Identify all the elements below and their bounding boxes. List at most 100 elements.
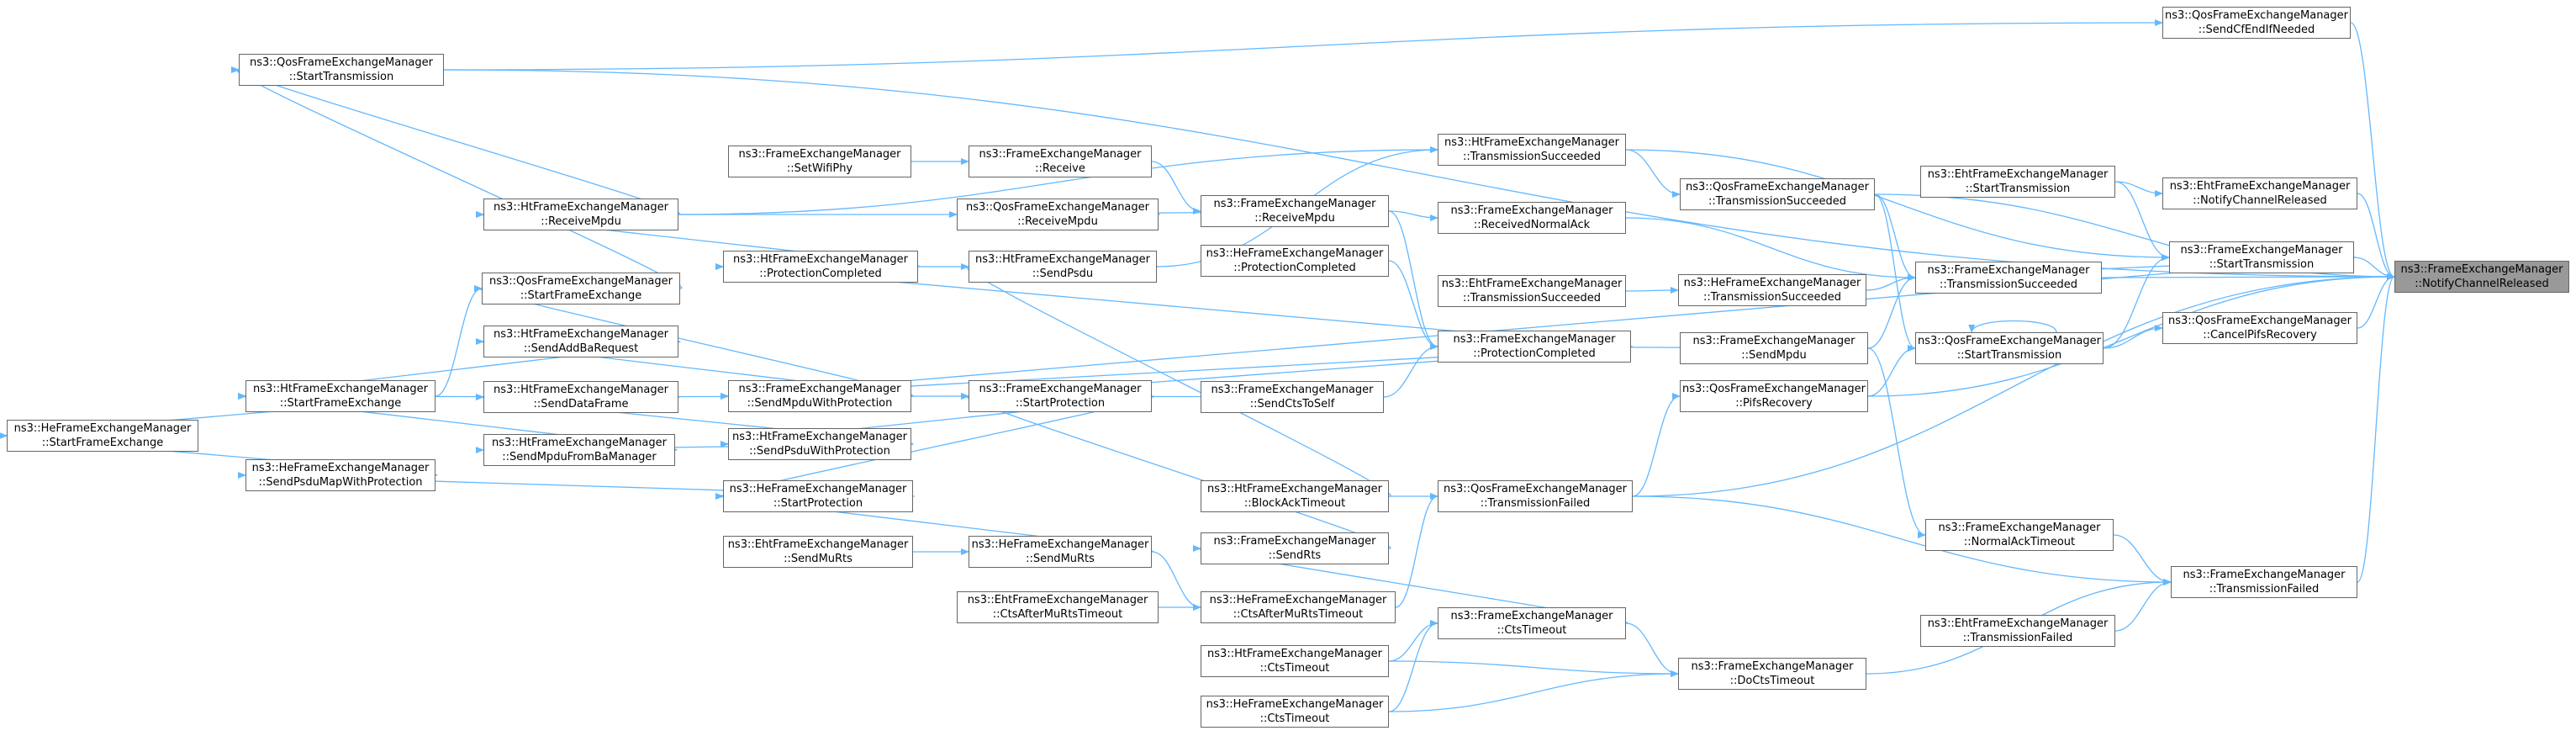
graph-node-method-label: ::SendCtsToSelf (1249, 398, 1335, 410)
graph-node-class-label: ns3::HeFrameExchangeManager (1206, 247, 1384, 260)
graph-node-class-label: ns3::QosFrameExchangeManager (2164, 9, 2348, 22)
graph-edge-qos-sendcfend-to-notify (2350, 22, 2395, 280)
graph-node-method-label: ::NotifyChannelReleased (2415, 278, 2549, 290)
graph-node-method-label: ::CancelPifsRecovery (2203, 329, 2317, 342)
graph-node-qos-starttx-left[interactable]: ns3::QosFrameExchangeManager::StartTrans… (239, 54, 444, 86)
graph-node-class-label: ns3::HtFrameExchangeManager (1444, 136, 1619, 149)
graph-node-eht-txfailed[interactable]: ns3::EhtFrameExchangeManager::Transmissi… (1920, 615, 2115, 647)
graph-node-qos-starttx-right[interactable]: ns3::QosFrameExchangeManager::StartTrans… (1915, 332, 2104, 364)
graph-node-ht-txsucc-top[interactable]: ns3::HtFrameExchangeManager::Transmissio… (1438, 134, 1626, 166)
graph-node-ht-sendmpdufromba[interactable]: ns3::HtFrameExchangeManager::SendMpduFro… (483, 434, 675, 466)
graph-node-method-label: ::SendMpduWithProtection (747, 397, 893, 410)
graph-node-class-label: ns3::HeFrameExchangeManager (13, 422, 192, 435)
graph-node-class-label: ns3::QosFrameExchangeManager (1685, 181, 1869, 193)
graph-node-he-ctstimeout[interactable]: ns3::HeFrameExchangeManager::CtsTimeout (1201, 696, 1389, 728)
graph-node-eht-notify[interactable]: ns3::EhtFrameExchangeManager::NotifyChan… (2162, 177, 2357, 209)
graph-node-eht-starttx[interactable]: ns3::EhtFrameExchangeManager::StartTrans… (1920, 166, 2115, 198)
graph-node-class-label: ns3::HeFrameExchangeManager (1206, 698, 1384, 711)
graph-node-he-startprot[interactable]: ns3::HeFrameExchangeManager::StartProtec… (723, 480, 913, 512)
graph-node-he-ctsaftermurts[interactable]: ns3::HeFrameExchangeManager::CtsAfterMuR… (1201, 591, 1396, 623)
graph-edge-qos-cancelpifs-to-notify (2357, 273, 2395, 329)
graph-node-method-label: ::ReceivedNormalAck (1473, 219, 1591, 231)
graph-node-fem-txsucc[interactable]: ns3::FrameExchangeManager::TransmissionS… (1915, 262, 2102, 294)
graph-node-he-txsucc[interactable]: ns3::HeFrameExchangeManager::Transmissio… (1678, 274, 1866, 306)
graph-node-qos-receivempdu[interactable]: ns3::QosFrameExchangeManager::ReceiveMpd… (957, 199, 1159, 230)
graph-edge-ht-ctstimeout-to-fem-doctstimeout (1388, 660, 1679, 677)
graph-edge-eht-notify-to-notify (2357, 193, 2395, 280)
graph-node-eht-txsucc[interactable]: ns3::EhtFrameExchangeManager::Transmissi… (1438, 275, 1626, 307)
graph-node-method-label: ::SendMuRts (784, 553, 853, 565)
graph-node-qos-cancelpifs[interactable]: ns3::QosFrameExchangeManager::CancelPifs… (2162, 312, 2357, 344)
graph-node-ht-sendaddba[interactable]: ns3::HtFrameExchangeManager::SendAddBaRe… (483, 326, 678, 357)
graph-node-fem-ctstimeout[interactable]: ns3::FrameExchangeManager::CtsTimeout (1438, 607, 1626, 639)
graph-node-ht-receivempdu[interactable]: ns3::HtFrameExchangeManager::ReceiveMpdu (483, 199, 678, 230)
graph-node-fem-sendmpdu[interactable]: ns3::FrameExchangeManager::SendMpdu (1680, 332, 1868, 364)
graph-node-class-label: ns3::HeFrameExchangeManager (1683, 277, 1861, 289)
graph-node-fem-receive[interactable]: ns3::FrameExchangeManager::Receive (969, 146, 1152, 177)
graph-node-ht-protcompl[interactable]: ns3::HtFrameExchangeManager::ProtectionC… (723, 251, 918, 283)
graph-node-class-label: ns3::QosFrameExchangeManager (1443, 483, 1627, 495)
graph-node-fem-recvnormalack[interactable]: ns3::FrameExchangeManager::ReceivedNorma… (1438, 202, 1626, 234)
graph-edge-qos-starttx-left-to-qos-sendcfend (443, 19, 2163, 71)
graph-edge-qos-txfailed-to-fem-txfailed (1632, 495, 2172, 585)
graph-edge-qos-txfailed-to-notify (1632, 273, 2395, 497)
graph-node-method-label: ::BlockAckTimeout (1243, 497, 1346, 510)
graph-node-he-startfe[interactable]: ns3::HeFrameExchangeManager::StartFrameE… (7, 420, 198, 452)
graph-node-class-label: ns3::EhtFrameExchangeManager (1927, 617, 2109, 630)
graph-edge-fem-normalacktimeout-to-fem-txfailed (2113, 534, 2172, 585)
graph-node-method-label: ::SendDataFrame (533, 398, 629, 410)
graph-edge-ht-receivempdu-to-qos-starttx-left (230, 66, 681, 215)
graph-node-fem-normalacktimeout[interactable]: ns3::FrameExchangeManager::NormalAckTime… (1925, 519, 2114, 551)
graph-node-method-label: ::StartProtection (773, 497, 863, 510)
graph-node-qos-pifsrecovery[interactable]: ns3::QosFrameExchangeManager::PifsRecove… (1680, 380, 1868, 412)
graph-node-fem-sendmpduwp[interactable]: ns3::FrameExchangeManager::SendMpduWithP… (728, 380, 911, 412)
graph-node-ht-senddata[interactable]: ns3::HtFrameExchangeManager::SendDataFra… (483, 381, 678, 413)
graph-node-qos-startfe[interactable]: ns3::QosFrameExchangeManager::StartFrame… (482, 273, 680, 304)
graph-node-qos-sendcfend[interactable]: ns3::QosFrameExchangeManager::SendCfEndI… (2162, 7, 2351, 39)
graph-node-method-label: ::CtsTimeout (1259, 662, 1330, 675)
graph-node-he-sendpsdumap[interactable]: ns3::HeFrameExchangeManager::SendPsduMap… (245, 459, 435, 491)
graph-node-he-sendmurts[interactable]: ns3::HeFrameExchangeManager::SendMuRts (969, 536, 1152, 568)
graph-edge-fem-receive-to-fem-receivempdu (1151, 161, 1201, 214)
graph-node-method-label: ::TransmissionSucceeded (1462, 151, 1602, 163)
graph-node-method-label: ::CtsTimeout (1259, 712, 1330, 725)
graph-node-fem-sendctstoself[interactable]: ns3::FrameExchangeManager::SendCtsToSelf (1201, 381, 1384, 413)
graph-node-fem-sendrts[interactable]: ns3::FrameExchangeManager::SendRts (1201, 532, 1389, 564)
graph-node-class-label: ns3::EhtFrameExchangeManager (1927, 168, 2109, 181)
graph-node-method-label: ::SendPsduWithProtection (749, 445, 890, 458)
graph-node-ht-sendpsdu[interactable]: ns3::HtFrameExchangeManager::SendPsdu (969, 251, 1157, 283)
graph-edge-fem-sendctstoself-to-fem-protcompl (1383, 343, 1438, 398)
graph-node-fem-doctstimeout[interactable]: ns3::FrameExchangeManager::DoCtsTimeout (1678, 658, 1866, 690)
graph-node-class-label: ns3::FrameExchangeManager (2400, 263, 2563, 276)
graph-node-qos-txsucc[interactable]: ns3::QosFrameExchangeManager::Transmissi… (1680, 178, 1875, 210)
graph-node-fem-receivempdu[interactable]: ns3::FrameExchangeManager::ReceiveMpdu (1201, 195, 1389, 227)
graph-node-class-label: ns3::EhtFrameExchangeManager (967, 594, 1148, 606)
graph-node-ht-startfe[interactable]: ns3::HtFrameExchangeManager::StartFrameE… (245, 380, 435, 412)
graph-node-method-label: ::TransmissionSucceeded (1939, 278, 2078, 291)
graph-node-he-protcompl[interactable]: ns3::HeFrameExchangeManager::ProtectionC… (1201, 245, 1389, 277)
graph-node-class-label: ns3::HtFrameExchangeManager (732, 431, 907, 443)
graph-node-fem-txfailed[interactable]: ns3::FrameExchangeManager::TransmissionF… (2171, 566, 2357, 598)
graph-node-fem-starttx[interactable]: ns3::FrameExchangeManager::StartTransmis… (2169, 241, 2354, 273)
graph-node-class-label: ns3::FrameExchangeManager (738, 148, 901, 161)
graph-node-method-label: ::StartTransmission (288, 71, 394, 83)
graph-node-ht-ctstimeout[interactable]: ns3::HtFrameExchangeManager::CtsTimeout (1201, 645, 1389, 677)
graph-node-class-label: ns3::FrameExchangeManager (1927, 264, 2090, 277)
graph-node-eht-sendmurts[interactable]: ns3::EhtFrameExchangeManager::SendMuRts (723, 536, 913, 568)
graph-node-ht-sendpsduwp[interactable]: ns3::HtFrameExchangeManager::SendPsduWit… (728, 428, 911, 460)
graph-node-fem-startprot[interactable]: ns3::FrameExchangeManager::StartProtecti… (969, 380, 1152, 412)
graph-node-notify: ns3::FrameExchangeManager::NotifyChannel… (2394, 261, 2569, 293)
graph-node-ht-blockacktimeout[interactable]: ns3::HtFrameExchangeManager::BlockAckTim… (1201, 480, 1389, 512)
graph-node-class-label: ns3::QosFrameExchangeManager (488, 275, 673, 288)
graph-node-fem-protcompl[interactable]: ns3::FrameExchangeManager::ProtectionCom… (1438, 331, 1631, 363)
graph-edge-fem-sendrts-to-fem-startprot (960, 393, 1391, 549)
graph-node-method-label: ::SendCfEndIfNeeded (2198, 24, 2315, 36)
graph-node-class-label: ns3::HtFrameExchangeManager (494, 328, 668, 341)
graph-node-qos-txfailed[interactable]: ns3::QosFrameExchangeManager::Transmissi… (1438, 480, 1633, 512)
graph-node-method-label: ::ReceiveMpdu (541, 215, 621, 228)
graph-node-fem-setwifiphy[interactable]: ns3::FrameExchangeManager::SetWifiPhy (728, 146, 911, 177)
graph-node-class-label: ns3::HtFrameExchangeManager (733, 253, 908, 266)
graph-node-class-label: ns3::FrameExchangeManager (1938, 522, 2101, 534)
graph-node-eht-ctsaftermurts[interactable]: ns3::EhtFrameExchangeManager::CtsAfterMu… (957, 591, 1159, 623)
